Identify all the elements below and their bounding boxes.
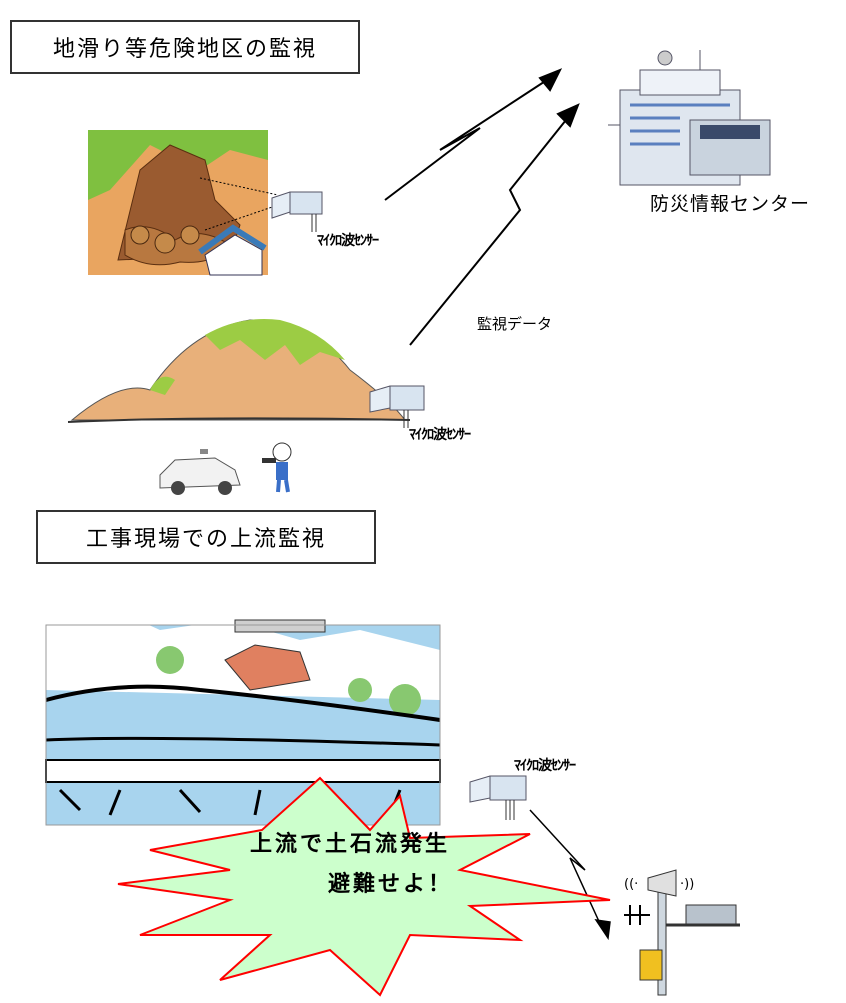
- radio-link-arrow-1: [384, 68, 563, 201]
- landslide-monitoring-title-box: 地滑り等危険地区の監視: [10, 20, 360, 74]
- svg-text:((·: ((·: [624, 877, 638, 892]
- microwave-sensor-icon-3: [469, 775, 527, 820]
- mountain-illustration: [67, 319, 411, 423]
- disaster-center-label: 防災情報センター: [650, 193, 811, 215]
- landslide-monitoring-title: 地滑り等危険地区の監視: [52, 37, 317, 62]
- worker-icon: [262, 442, 292, 493]
- sensor-label-1: ﾏｲｸﾛ波ｾﾝｻｰ: [317, 233, 379, 249]
- warning-text-line-1: 上流で土石流発生: [250, 832, 451, 857]
- radio-link-arrow-3: [529, 809, 611, 941]
- construction-monitoring-title: 工事現場での上流監視: [85, 527, 326, 552]
- warning-burst: [117, 776, 611, 997]
- landslide-illustration: [88, 130, 279, 276]
- sensor-label-2: ﾏｲｸﾛ波ｾﾝｻｰ: [409, 427, 471, 443]
- svg-text:·)): ·)): [680, 877, 694, 892]
- warning-text-line-2: 避難せよ！: [328, 872, 454, 897]
- disaster-center-building-icon: [608, 50, 771, 186]
- microwave-sensor-icon-2: [369, 385, 425, 428]
- radio-link-arrow-2: [409, 103, 580, 346]
- river-debris-illustration: [45, 612, 441, 826]
- patrol-car-icon: [159, 449, 241, 495]
- microwave-sensor-icon-1: [271, 191, 323, 232]
- monitoring-data-label: 監視データ: [477, 315, 553, 333]
- warning-pole-icon: ((· ·)): [624, 869, 740, 996]
- sensor-label-3: ﾏｲｸﾛ波ｾﾝｻｰ: [514, 758, 576, 774]
- construction-monitoring-title-box: 工事現場での上流監視: [36, 510, 376, 564]
